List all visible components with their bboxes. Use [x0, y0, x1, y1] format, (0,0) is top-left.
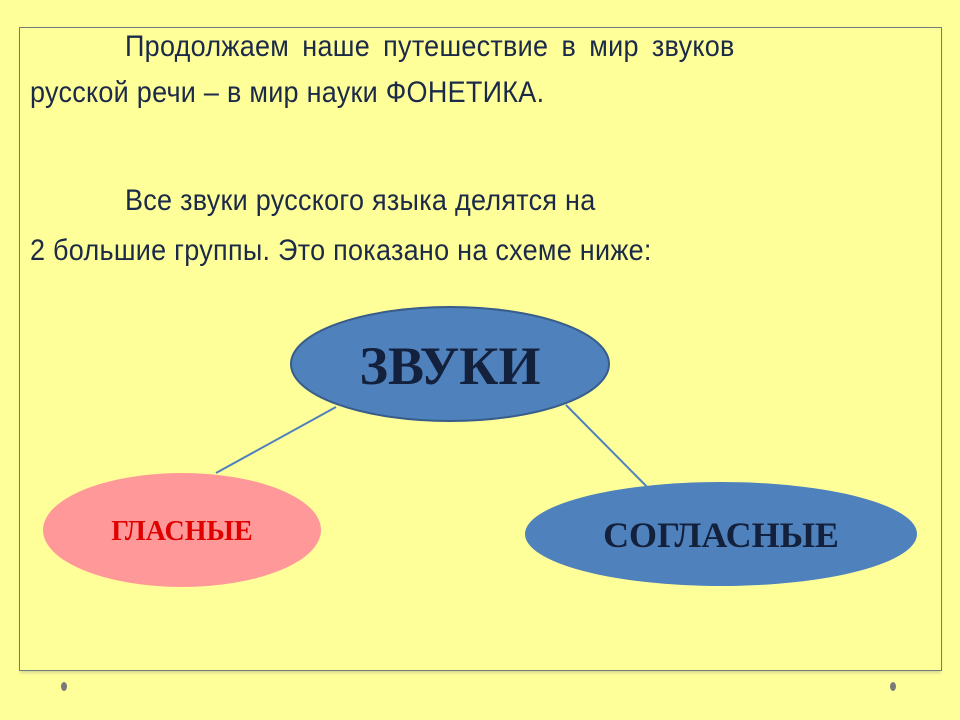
connector-right [565, 404, 661, 501]
consonants-label: СОГЛАСНЫЕ [603, 515, 839, 555]
paragraph1-line2: русской речи – в мир науки ФОНЕТИКА. [30, 76, 545, 109]
paragraph2-line2: 2 большие группы. Это показано на схеме … [30, 234, 652, 267]
paragraph2-line1: Все звуки русского языка делятся на [125, 184, 596, 217]
vowels-label: ГЛАСНЫЕ [111, 516, 252, 547]
bullet-dot-right [890, 682, 896, 691]
root-label: ЗВУКИ [360, 336, 541, 396]
slide-frame [19, 27, 942, 671]
consonants-ellipse [525, 482, 917, 586]
paragraph1-line1: Продолжаем наше путешествие в мир звуков [125, 30, 735, 63]
root-ellipse [290, 306, 610, 422]
connector-left [215, 406, 337, 474]
vowels-ellipse [43, 473, 321, 587]
bullet-dot-left [61, 682, 67, 691]
